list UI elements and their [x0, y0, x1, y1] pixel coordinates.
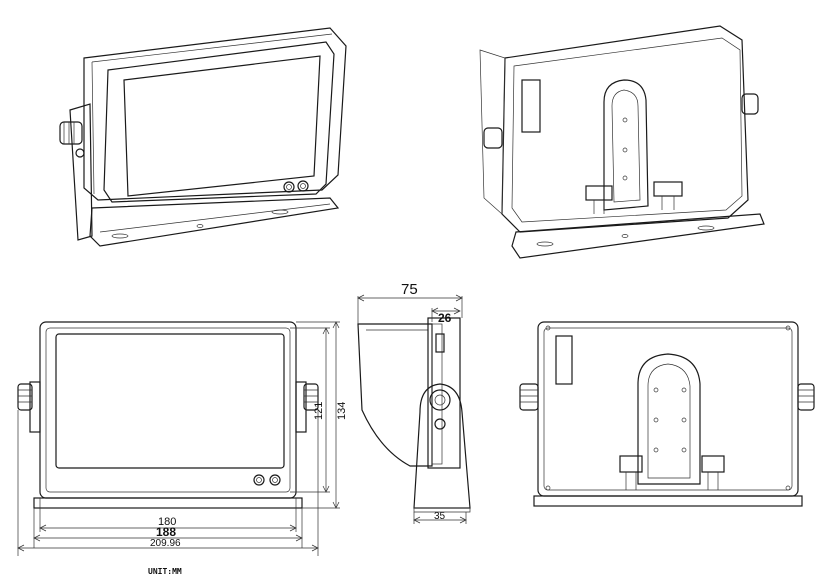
dim-width-screen-label: 180 — [158, 516, 176, 528]
dim-base-depth-label: 35 — [434, 511, 446, 522]
dim-height-outer-label: 134 — [336, 402, 348, 420]
side-knob-icon — [519, 383, 539, 411]
ortho-screen — [55, 333, 285, 469]
dim-height-inner-label: 121 — [313, 402, 325, 420]
button-icon — [269, 474, 281, 486]
knob-icon — [429, 389, 451, 411]
dim-width-body-label: 188 — [156, 525, 176, 539]
side-knob-icon — [303, 383, 319, 411]
unit-label: UNIT:MM — [148, 567, 182, 576]
side-view — [357, 294, 471, 524]
button-icon — [297, 180, 309, 192]
front-screen — [123, 55, 321, 197]
iso-front-view — [59, 27, 347, 247]
side-knob-icon — [483, 127, 503, 149]
side-knob-icon — [797, 383, 815, 411]
dim-bracket-offset-label: 26 — [438, 311, 452, 325]
dim-width-total-label: 209.96 — [150, 538, 181, 549]
front-ortho-view — [17, 321, 340, 556]
side-knob-icon — [17, 383, 33, 411]
button-icon — [283, 181, 295, 193]
mount-knob-icon — [59, 121, 85, 158]
rear-ortho-view — [519, 321, 815, 507]
button-icon — [253, 474, 265, 486]
side-knob-icon — [741, 93, 759, 115]
iso-rear-view — [479, 25, 765, 259]
dim-depth-label: 75 — [401, 281, 418, 298]
